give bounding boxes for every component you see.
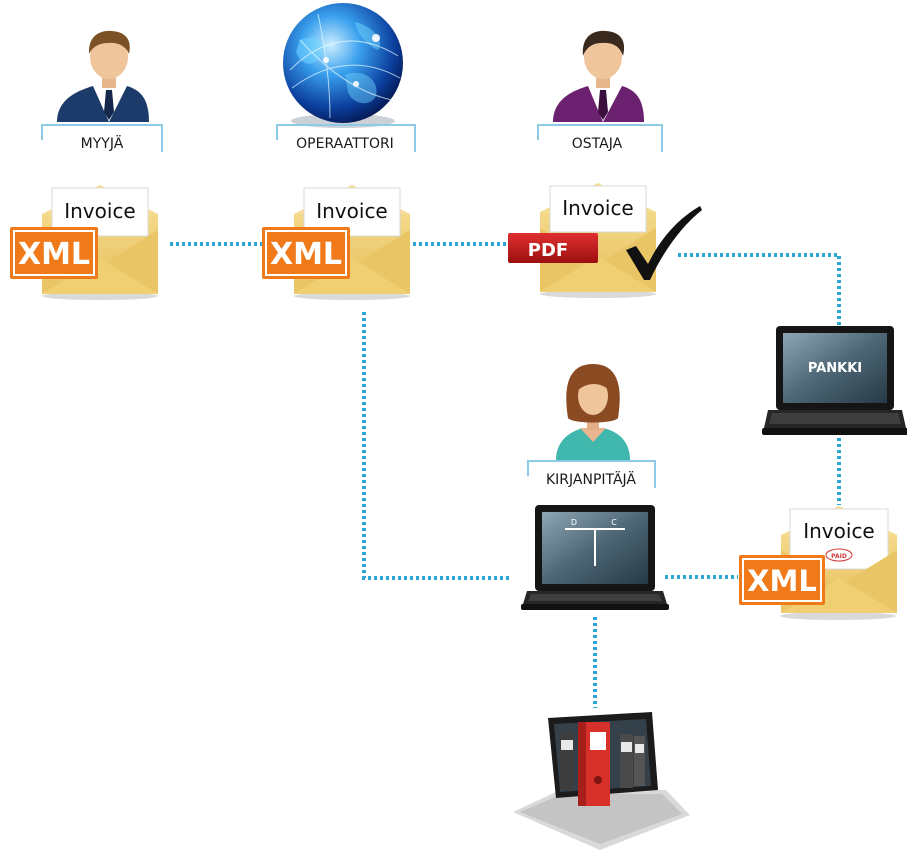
archive-laptop-icon <box>513 712 690 850</box>
buyer-invoice-title: Invoice <box>562 196 634 220</box>
paid-xml-badge-label: XML <box>747 564 817 598</box>
businessman-icon <box>57 30 149 122</box>
seller-actor: MYYJÄ <box>41 30 163 152</box>
buyer-pdf-badge-label: PDF <box>528 240 568 261</box>
accountant-label-box <box>527 460 656 488</box>
bank-laptop: PANKKI <box>762 326 907 435</box>
pdf-badge: PDF <box>508 233 598 263</box>
checkmark-icon <box>626 206 702 280</box>
operator-actor: OPERAATTORI <box>276 3 416 152</box>
xml-badge: XML <box>262 227 350 279</box>
bank-label: PANKKI <box>808 361 862 376</box>
binders-icon <box>560 722 645 806</box>
operator-label: OPERAATTORI <box>296 136 394 152</box>
businessman-icon <box>553 30 644 122</box>
xml-badge: XML <box>739 555 825 605</box>
accounting-laptop: D C <box>521 505 669 610</box>
accountant-actor: KIRJANPITÄJÄ <box>527 364 656 488</box>
operator-xml-badge-label: XML <box>270 237 342 272</box>
seller-label-box <box>41 124 163 152</box>
t-account-icon <box>565 528 625 566</box>
buyer-invoice-envelope: Invoice PDF <box>508 183 702 298</box>
connector-buyer-bank <box>678 253 841 325</box>
connector-operator-accountant <box>362 312 510 580</box>
seller-invoice-title: Invoice <box>64 199 136 223</box>
buyer-actor: OSTAJA <box>537 30 663 152</box>
connectors <box>170 242 841 708</box>
xml-badge: XML <box>10 227 98 279</box>
paid-stamp-label: PAID <box>831 553 847 560</box>
seller-xml-badge-label: XML <box>18 237 90 272</box>
seller-label: MYYJÄ <box>81 134 124 152</box>
ledger-credit-label: C <box>611 518 617 527</box>
operator-label-box <box>276 124 416 152</box>
paid-invoice-envelope: Invoice PAID XML <box>739 506 897 620</box>
accountant-label: KIRJANPITÄJÄ <box>546 470 636 488</box>
ledger-debit-label: D <box>571 518 577 527</box>
globe-icon <box>283 3 403 128</box>
paid-invoice-title: Invoice <box>803 519 875 543</box>
buyer-label: OSTAJA <box>572 136 623 152</box>
seller-invoice-envelope: Invoice XML <box>10 185 158 300</box>
operator-invoice-envelope: Invoice XML <box>262 185 410 300</box>
operator-invoice-title: Invoice <box>316 199 388 223</box>
buyer-label-box <box>537 124 663 152</box>
invoice-sheet <box>549 185 647 233</box>
woman-icon <box>556 364 630 460</box>
paid-stamp: PAID <box>825 548 853 562</box>
